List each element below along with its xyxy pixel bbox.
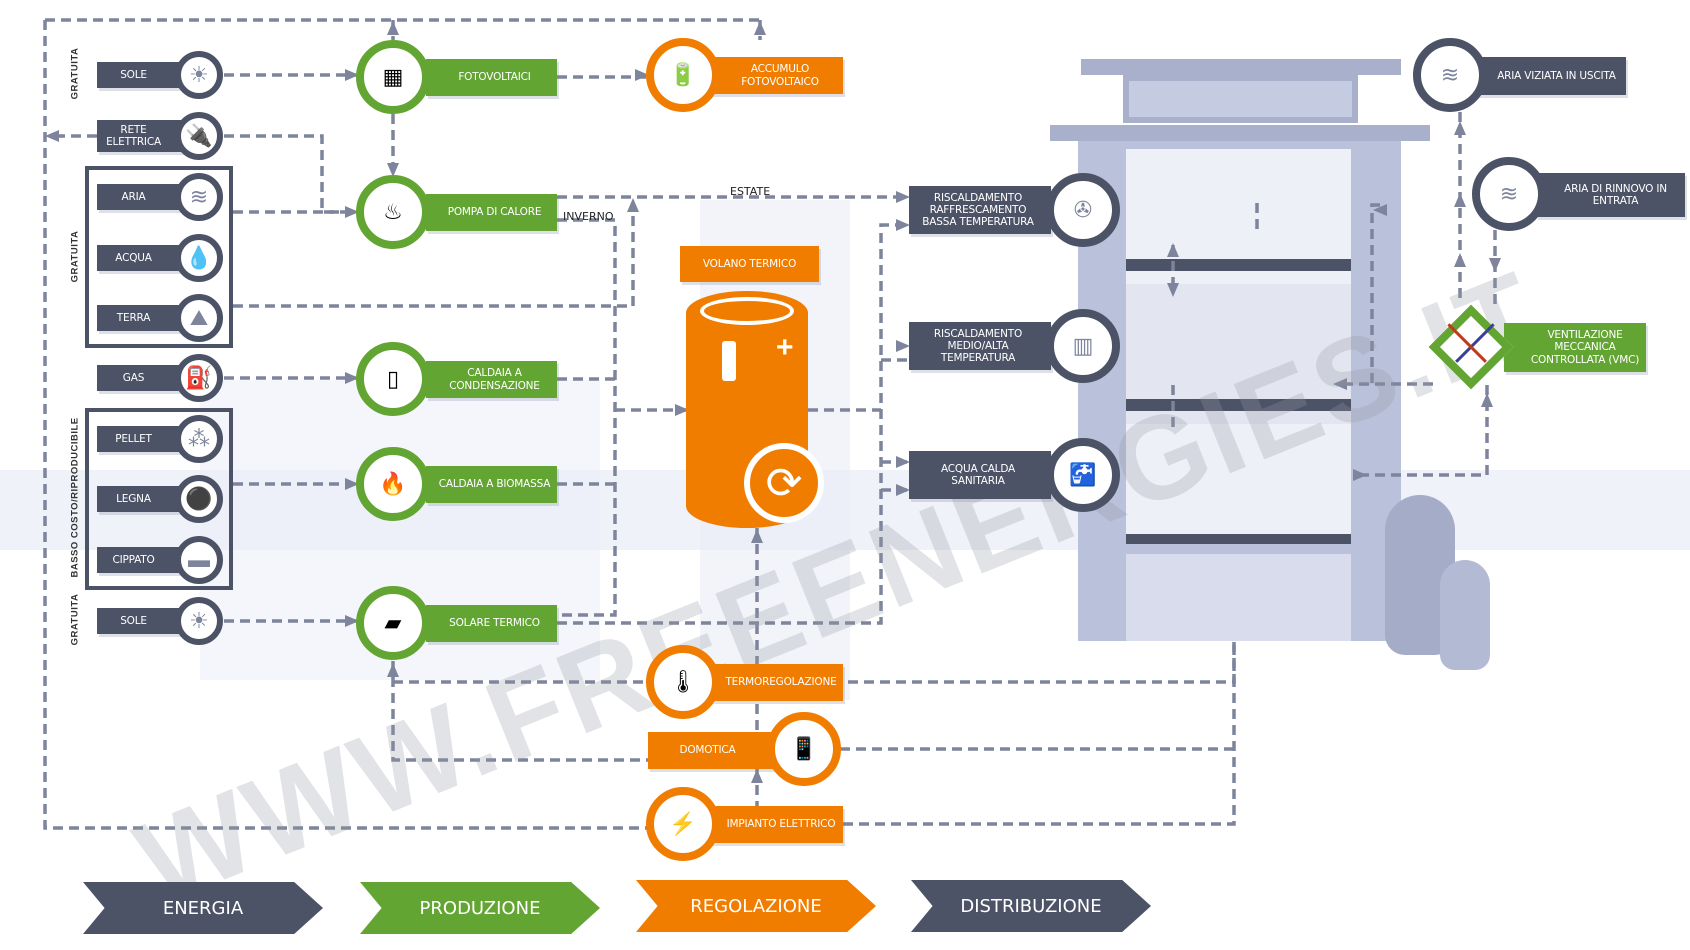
flow-arrow-icon: [1489, 258, 1501, 272]
tree-illustration: [1440, 560, 1490, 670]
flow-arrow-icon: [345, 206, 359, 218]
flow-arrow-icon: [1454, 193, 1466, 207]
stage-produzione[interactable]: PRODUZIONE: [360, 882, 600, 934]
flow-line: [557, 218, 617, 617]
electrical-panel-icon: ⚡: [646, 787, 720, 861]
production-pompa-di-calore[interactable]: POMPA DI CALORE: [426, 194, 557, 231]
energy-group-label: GRATUITA: [69, 230, 81, 283]
flow-line: [557, 223, 907, 625]
regulation-impianto-elettrico[interactable]: IMPIANTO ELETTRICO: [711, 806, 843, 843]
flow-line: [224, 134, 356, 214]
fan-heater-icon: ✇: [1046, 173, 1120, 247]
ventilation-vmc-label[interactable]: VENTILAZIONE MECCANICA CONTROLLATA (VMC): [1504, 323, 1646, 372]
solar-panel-icon: ▦: [356, 40, 430, 114]
flow-arrow-icon: [387, 163, 399, 177]
flow-label-inverno: INVERNO: [563, 210, 614, 223]
production-fotovoltaici[interactable]: FOTOVOLTAICI: [426, 59, 557, 96]
distribution-item-3[interactable]: ACQUA CALDA SANITARIA: [909, 451, 1051, 499]
storage-volano-termico[interactable]: VOLANO TERMICO: [680, 246, 819, 282]
flow-arrow-icon: [1454, 253, 1466, 267]
biomass-boiler-icon: 🔥: [356, 447, 430, 521]
solar-thermal-icon: ▰: [356, 586, 430, 660]
ventilation-aria-viziata[interactable]: ARIA VIZIATA IN USCITA: [1477, 57, 1626, 95]
wind-icon: ≋: [1413, 38, 1487, 112]
flow-arrow-icon: [896, 191, 910, 203]
ventilation-aria-rinnovo[interactable]: ARIA DI RINNOVO IN ENTRATA: [1536, 173, 1685, 217]
storage-accumulo-fotovoltaico[interactable]: ACCUMULO FOTOVOLTAICO: [711, 57, 843, 94]
wood-chips-icon: ▬: [175, 536, 223, 584]
flow-arrow-icon: [345, 615, 359, 627]
flow-arrow-icon: [896, 456, 910, 468]
thermal-storage-tank: + ⟳: [686, 291, 824, 528]
energy-group-label: GRATUITA: [69, 47, 81, 100]
ground-icon: ⛰: [175, 294, 223, 342]
thermometer-phone-icon: 🌡: [646, 645, 720, 719]
sun-icon: ☀: [175, 597, 223, 645]
flow-arrow-icon: [1167, 283, 1179, 297]
stage-distribuzione[interactable]: DISTRIBUZIONE: [911, 880, 1151, 932]
smart-home-icon: 📱: [767, 712, 841, 786]
sun-icon: ☀: [175, 51, 223, 99]
distribution-item-2[interactable]: RISCALDAMENTO MEDIO/ALTA TEMPERATURA: [909, 322, 1051, 370]
distribution-item-1[interactable]: RISCALDAMENTO RAFFRESCAMENTO BASSA TEMPE…: [909, 186, 1051, 234]
production-caldaia-a-biomassa[interactable]: CALDAIA A BIOMASSA: [426, 466, 557, 503]
flow-arrow-icon: [45, 130, 59, 142]
flow-arrow-icon: [896, 219, 910, 231]
regulation-termoregolazione[interactable]: TERMOREGOLAZIONE: [711, 664, 843, 701]
gas-cylinder-icon: ⛽: [175, 354, 223, 402]
energy-group-box: [85, 166, 233, 348]
flow-line: [1370, 203, 1380, 384]
flow-arrow-icon: [675, 404, 689, 416]
flow-arrow-icon: [1353, 469, 1367, 481]
house-illustration: [1050, 59, 1430, 641]
pellet-icon: ⁂: [175, 415, 223, 463]
refresh-icon: ⟳: [744, 443, 824, 523]
flow-line: [843, 640, 1236, 826]
plug-icon: 🔌: [175, 112, 223, 160]
faucet-icon: 🚰: [1046, 438, 1120, 512]
flow-line: [233, 212, 635, 308]
condensing-boiler-icon: ▯: [356, 342, 430, 416]
flow-arrow-icon: [635, 69, 649, 81]
flow-arrow-icon: [387, 663, 399, 677]
flow-arrow-icon: [627, 198, 639, 212]
flow-label-estate: ESTATE: [730, 185, 771, 198]
flow-arrow-icon: [896, 340, 910, 352]
flow-arrow-icon: [345, 69, 359, 81]
heat-pump-icon: ♨: [356, 175, 430, 249]
flow-arrow-icon: [751, 529, 763, 543]
flow-arrow-icon: [751, 769, 763, 783]
flow-line: [1360, 385, 1489, 477]
flow-arrow-icon: [1373, 204, 1387, 216]
production-caldaia-a-condensazione[interactable]: CALDAIA A CONDENSAZIONE: [426, 361, 557, 398]
stage-energia[interactable]: ENERGIA: [83, 882, 323, 934]
battery-icon: 🔋: [646, 38, 720, 112]
flow-line: [43, 18, 760, 830]
flow-arrow-icon: [387, 21, 399, 35]
wind-icon: ≋: [1472, 157, 1546, 231]
logs-icon: ⚫: [175, 475, 223, 523]
flow-arrow-icon: [1454, 121, 1466, 135]
flow-arrow-icon: [896, 484, 910, 496]
stage-regolazione[interactable]: REGOLAZIONE: [636, 880, 876, 932]
production-solare-termico[interactable]: SOLARE TERMICO: [426, 605, 557, 642]
radiator-icon: ▥: [1046, 309, 1120, 383]
wind-icon: ≋: [175, 173, 223, 221]
energy-group-label: GRATUITA: [69, 593, 81, 646]
flow-arrow-icon: [1333, 378, 1347, 390]
flow-arrow-icon: [345, 372, 359, 384]
flow-arrow-icon: [754, 21, 766, 35]
flow-arrow-icon: [1167, 243, 1179, 257]
water-drop-icon: 💧: [175, 234, 223, 282]
energy-group-box: [85, 408, 233, 590]
flow-arrow-icon: [345, 478, 359, 490]
flow-arrow-icon: [1481, 393, 1493, 407]
